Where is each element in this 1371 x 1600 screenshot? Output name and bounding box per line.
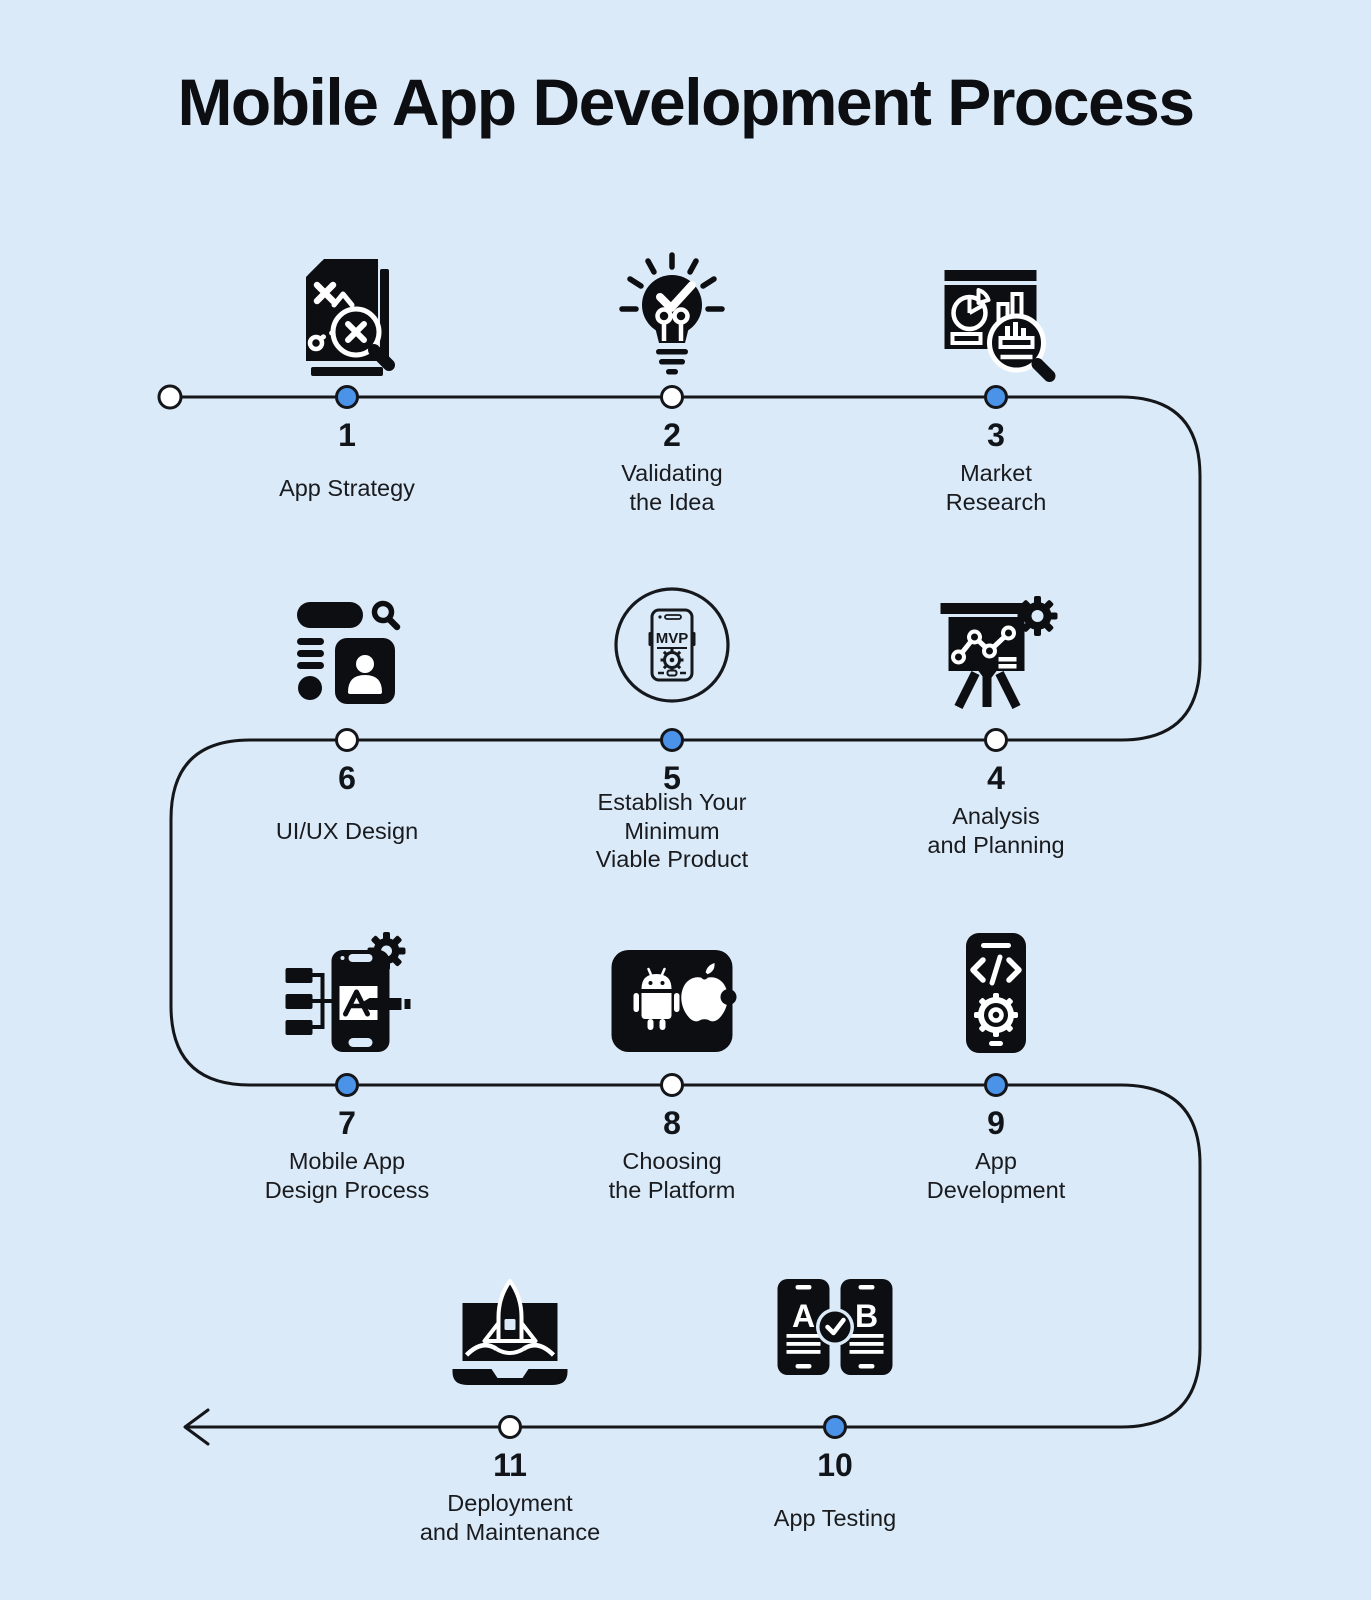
step-label: UI/UX Design <box>275 817 419 844</box>
timeline-dot-9 <box>984 1073 1008 1097</box>
validating-idea-icon <box>608 249 736 377</box>
step-label: Validating the Idea <box>621 460 723 515</box>
step-number: 10 <box>817 1447 853 1483</box>
step-label: Deployment and Maintenance <box>419 1490 601 1545</box>
page-title: Mobile App Development Process <box>177 65 1195 139</box>
uiux-design-icon <box>287 592 407 714</box>
step-label: Analysis and Planning <box>927 803 1065 858</box>
timeline-arrowhead-icon <box>183 1408 210 1446</box>
timeline-dot-11 <box>498 1415 522 1439</box>
market-research-icon <box>929 260 1064 385</box>
timeline-dot-10 <box>823 1415 847 1439</box>
timeline-start-marker <box>157 384 183 410</box>
timeline-dot-5 <box>660 728 684 752</box>
deployment-maintenance-icon <box>443 1279 578 1391</box>
step-number: 3 <box>987 417 1005 453</box>
timeline-dot-7 <box>335 1073 359 1097</box>
step-number: 11 <box>493 1447 527 1483</box>
timeline-dot-6 <box>335 728 359 752</box>
analysis-planning-icon <box>929 587 1064 712</box>
step-label: Choosing the Platform <box>608 1148 736 1203</box>
timeline-dot-4 <box>984 728 1008 752</box>
step-label: Establish Your Minimum Viable Product <box>595 789 749 873</box>
mvp-label: MVP <box>656 630 689 647</box>
step-label: Mobile App Design Process <box>264 1148 430 1203</box>
app-strategy-icon <box>283 253 411 385</box>
app-development-icon <box>941 927 1051 1059</box>
step-label: App Testing <box>773 1504 897 1531</box>
variant-b-label: B <box>855 1298 878 1334</box>
choosing-platform-icon <box>605 945 740 1057</box>
timeline-dot-8 <box>660 1073 684 1097</box>
variant-a-label: A <box>792 1298 815 1334</box>
step-label: App Strategy <box>279 474 415 501</box>
step-number: 2 <box>663 417 681 453</box>
app-testing-icon: A B <box>768 1271 903 1383</box>
step-number: 5 <box>663 760 681 796</box>
step-label: Market Research <box>945 460 1047 515</box>
timeline-dot-1 <box>335 385 359 409</box>
timeline-dot-3 <box>984 385 1008 409</box>
timeline-path <box>169 395 1202 1429</box>
mobile-app-design-icon <box>280 926 415 1061</box>
apple-logo <box>681 963 737 1022</box>
step-number: 4 <box>987 760 1005 796</box>
step-number: 9 <box>987 1105 1005 1141</box>
step-number: 1 <box>338 417 356 453</box>
step-number: 7 <box>338 1105 356 1141</box>
step-label: App Development <box>926 1148 1066 1203</box>
android-logo <box>633 967 680 1030</box>
mvp-icon: MVP <box>607 580 737 710</box>
timeline-dot-2 <box>660 385 684 409</box>
step-number: 8 <box>663 1105 681 1141</box>
step-number: 6 <box>338 760 356 796</box>
